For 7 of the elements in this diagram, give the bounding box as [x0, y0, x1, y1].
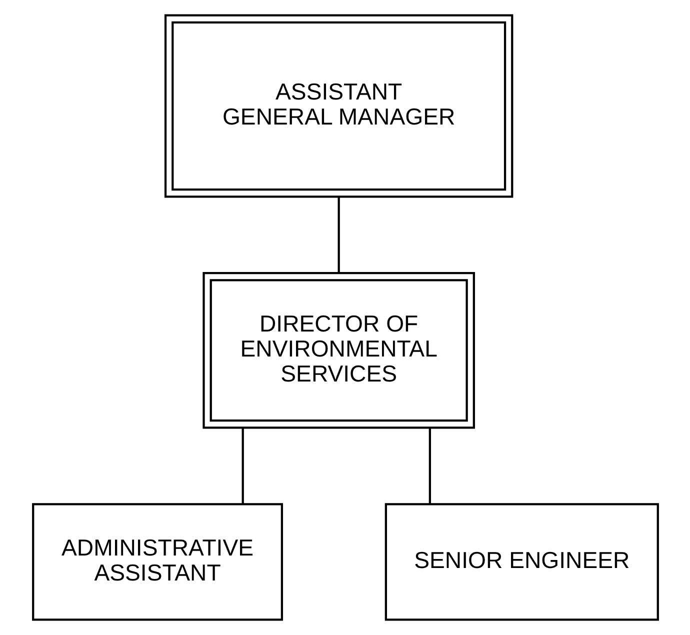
connector: [337, 197, 340, 273]
node-box: SENIOR ENGINEER: [384, 503, 658, 621]
connector: [428, 428, 430, 504]
connector: [241, 428, 244, 504]
node-box: ASSISTANT GENERAL MANAGER: [164, 14, 513, 198]
node-box: DIRECTOR OF ENVIRONMENTAL SERVICES: [202, 272, 474, 429]
node-box: ADMINISTRATIVE ASSISTANT: [32, 503, 283, 621]
